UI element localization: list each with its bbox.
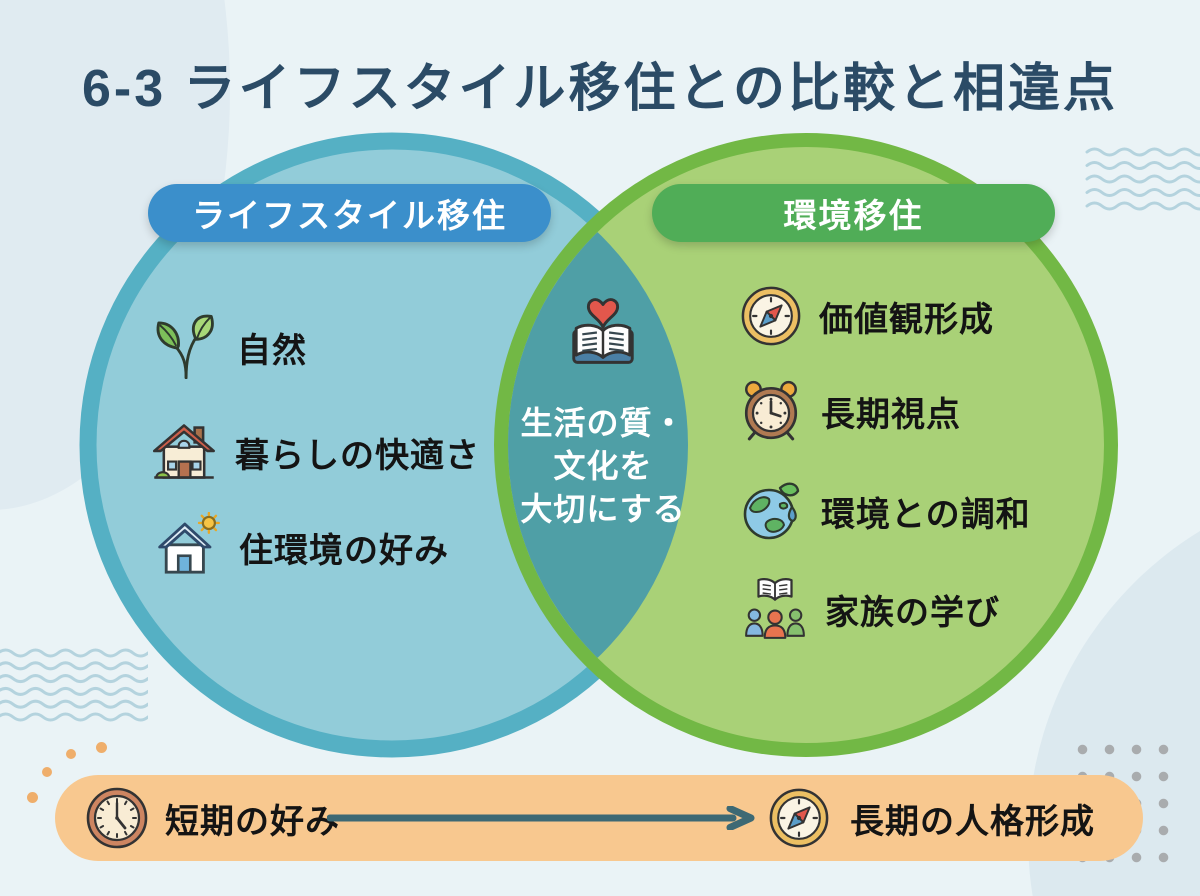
orange-dot — [66, 749, 76, 759]
item-nature: 自然 — [150, 312, 307, 382]
bottom-comparison-bar: 短期の好み 長期の人格形成 — [55, 775, 1143, 861]
item-living-comfort: 暮らしの快適さ — [150, 418, 480, 486]
long-term-label: 長期の人格形成 — [850, 802, 1095, 841]
alarm-clock-icon — [738, 378, 804, 444]
item-label: 長期視点 — [821, 395, 961, 434]
item-environment-harmony: 環境との調和 — [740, 479, 1031, 543]
overlap-line-2: 文化を — [553, 448, 653, 484]
wave-pattern-top-right — [1085, 147, 1200, 211]
environment-pill-label: 環境移住 — [783, 197, 924, 234]
wall-clock-icon — [85, 786, 149, 850]
house-sun-icon — [152, 512, 222, 582]
environment-migration-pill: 環境移住 — [652, 184, 1055, 242]
page-title: 6-3 ライフスタイル移住との比較と相違点 — [81, 60, 1119, 118]
item-housing-preference: 住環境の好み — [152, 512, 449, 582]
item-label: 自然 — [237, 331, 307, 370]
right-arrow-icon — [327, 806, 755, 830]
item-values-formation: 価値観形成 — [740, 285, 994, 347]
item-label: 家族の学び — [825, 593, 1000, 632]
short-term-label: 短期の好み — [165, 802, 340, 841]
item-long-term-view: 長期視点 — [738, 378, 961, 444]
item-label: 暮らしの快適さ — [235, 436, 480, 475]
earth-icon — [740, 479, 804, 543]
heart-book-icon — [564, 294, 642, 382]
compass-icon — [768, 787, 830, 849]
overlap-line-3: 大切にする — [520, 491, 686, 527]
item-family-learning: 家族の学び — [742, 576, 1000, 642]
overlap-content: 生活の質・ 文化を 大切にする — [478, 294, 728, 531]
wave-pattern-bottom-left — [0, 648, 148, 722]
overlap-text: 生活の質・ 文化を 大切にする — [520, 402, 685, 531]
overlap-line-1: 生活の質・ — [520, 405, 686, 441]
compass-icon — [740, 285, 802, 347]
leaf-icon — [150, 312, 220, 382]
family-book-icon — [742, 576, 808, 642]
right-circle — [494, 133, 1118, 757]
item-label: 環境との調和 — [821, 495, 1031, 534]
orange-dot — [27, 792, 38, 803]
house-icon — [150, 418, 218, 486]
item-label: 住環境の好み — [239, 531, 449, 570]
item-label: 価値観形成 — [819, 300, 994, 339]
orange-dot — [96, 742, 107, 753]
lifestyle-migration-pill: ライフスタイル移住 — [148, 184, 551, 242]
orange-dot — [42, 767, 52, 777]
lifestyle-pill-label: ライフスタイル移住 — [192, 197, 507, 234]
